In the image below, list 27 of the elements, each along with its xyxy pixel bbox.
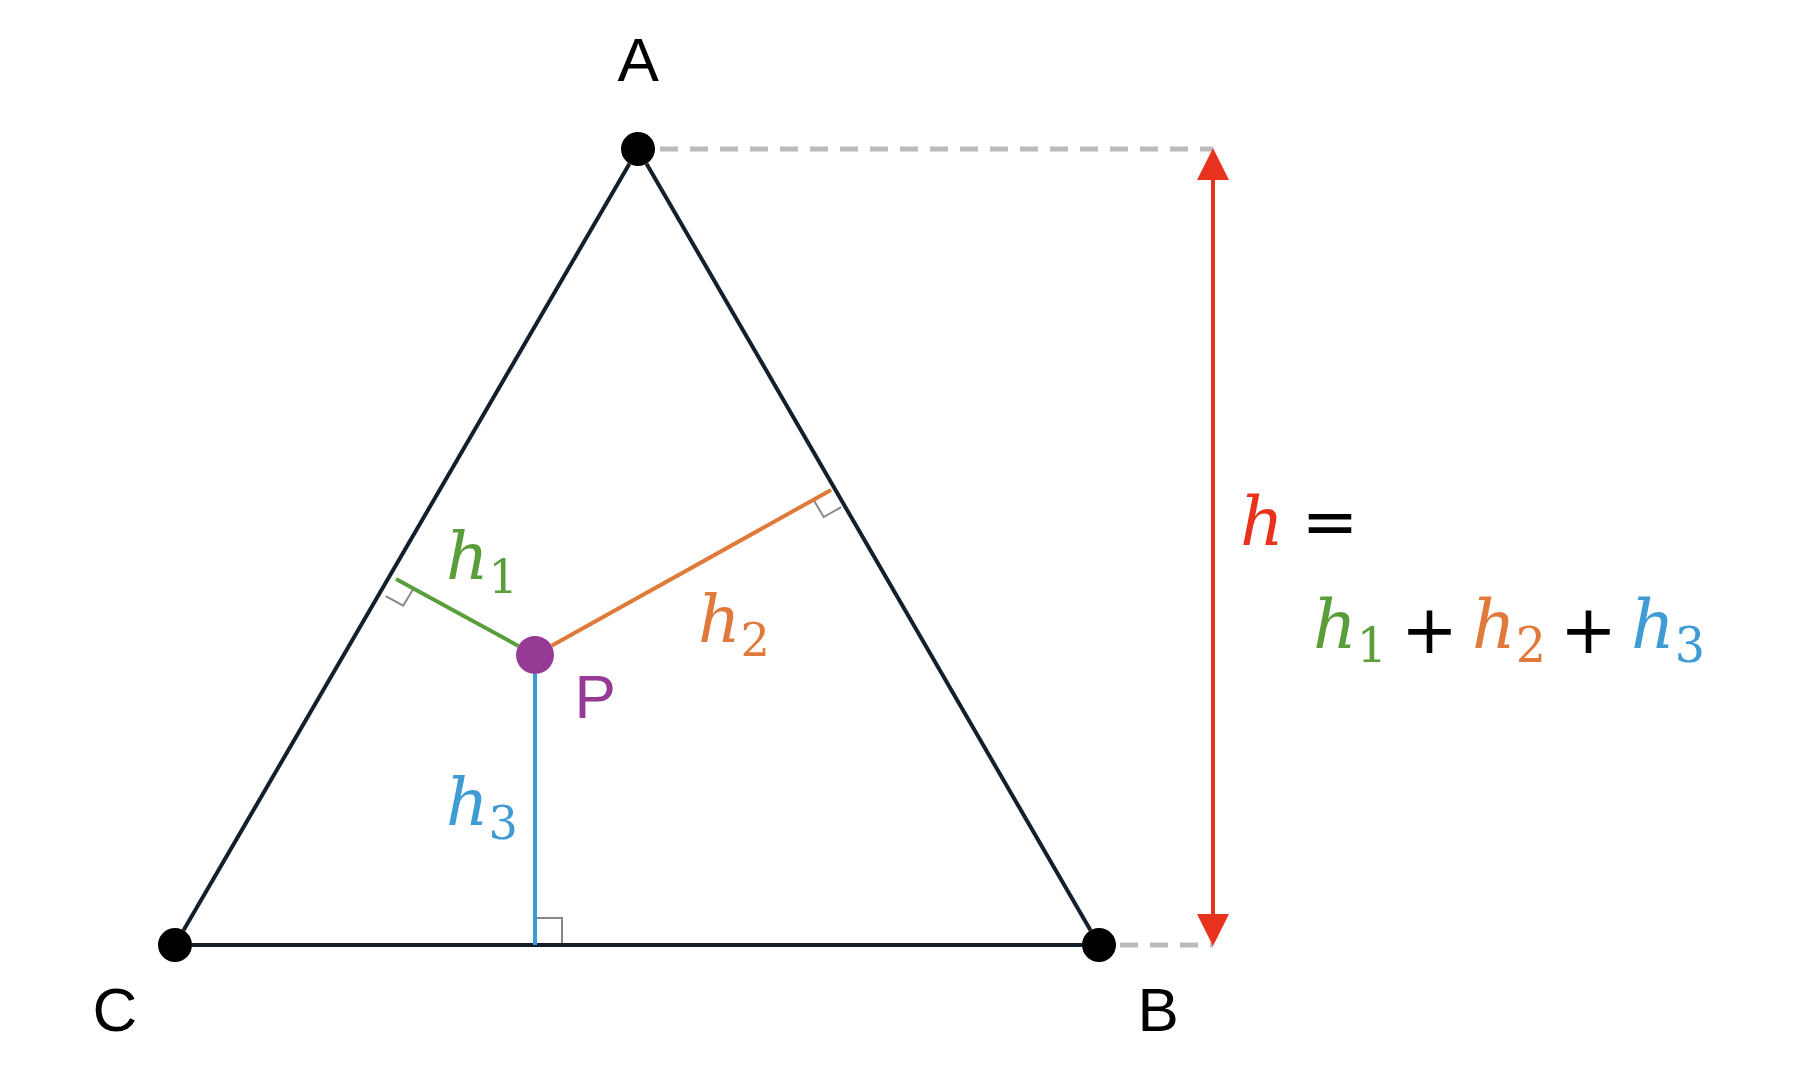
formula-term: h$_{1}$ [1313,590,1388,670]
operator-symbol: + [1401,596,1458,664]
operator-symbol: = [1301,488,1359,556]
line-segment [192,943,1082,947]
vertex-label: A [617,29,659,91]
line-segment [550,488,832,648]
vertex-label: P [574,666,616,728]
vertex-dot [158,928,192,962]
edge-label: h$_{1}$ [446,524,518,601]
line-segment [644,162,1093,932]
formula-term: h [1240,488,1284,556]
line-segment [395,577,520,648]
right-angle-mark [534,917,563,946]
formula-term: h$_{3}$ [1631,590,1706,670]
vertex-dot [1082,928,1116,962]
vertex-dot [621,132,655,166]
vertex-label: C [92,979,138,1041]
operator-symbol: + [1560,596,1617,664]
right-angle-mark [384,587,415,608]
right-angle-mark [812,498,843,519]
edge-label: h$_{3}$ [446,770,518,847]
formula-term: h$_{2}$ [1472,590,1547,670]
line-segment [181,162,632,932]
edge-label: h$_{2}$ [698,587,770,664]
line-segment [533,674,537,945]
point-dot [516,636,554,674]
vertex-label: B [1137,979,1179,1041]
